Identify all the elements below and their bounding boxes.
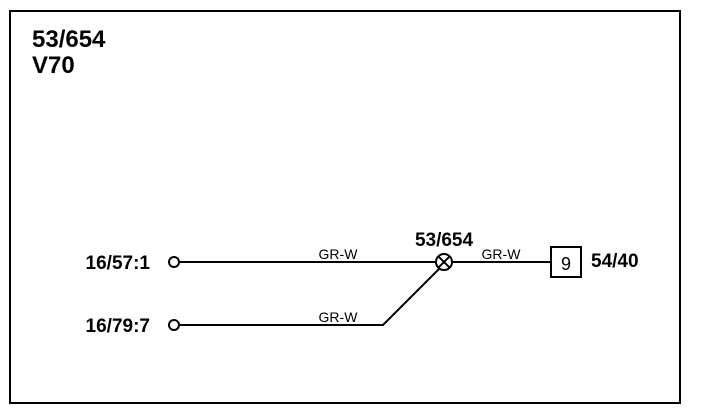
connector-label: 16/57:1 [86, 253, 151, 274]
wire-color-label: GR-W [319, 246, 359, 262]
target-label: 54/40 [591, 251, 639, 272]
wire-line [179, 267, 441, 326]
pin-number: 9 [561, 254, 571, 274]
wire-color-label: GR-W [482, 246, 522, 262]
connector-terminal [168, 319, 180, 331]
diagram-code: 53/654 [32, 26, 106, 53]
splice-label: 53/654 [415, 230, 474, 251]
pin-box [550, 246, 582, 278]
wire-color-label: GR-W [319, 309, 359, 325]
connector-terminal [168, 256, 180, 268]
connector-label: 16/79:7 [86, 316, 150, 337]
diagram-frame [9, 10, 681, 404]
splice-icon [435, 253, 453, 271]
vehicle-model: V70 [32, 52, 75, 79]
